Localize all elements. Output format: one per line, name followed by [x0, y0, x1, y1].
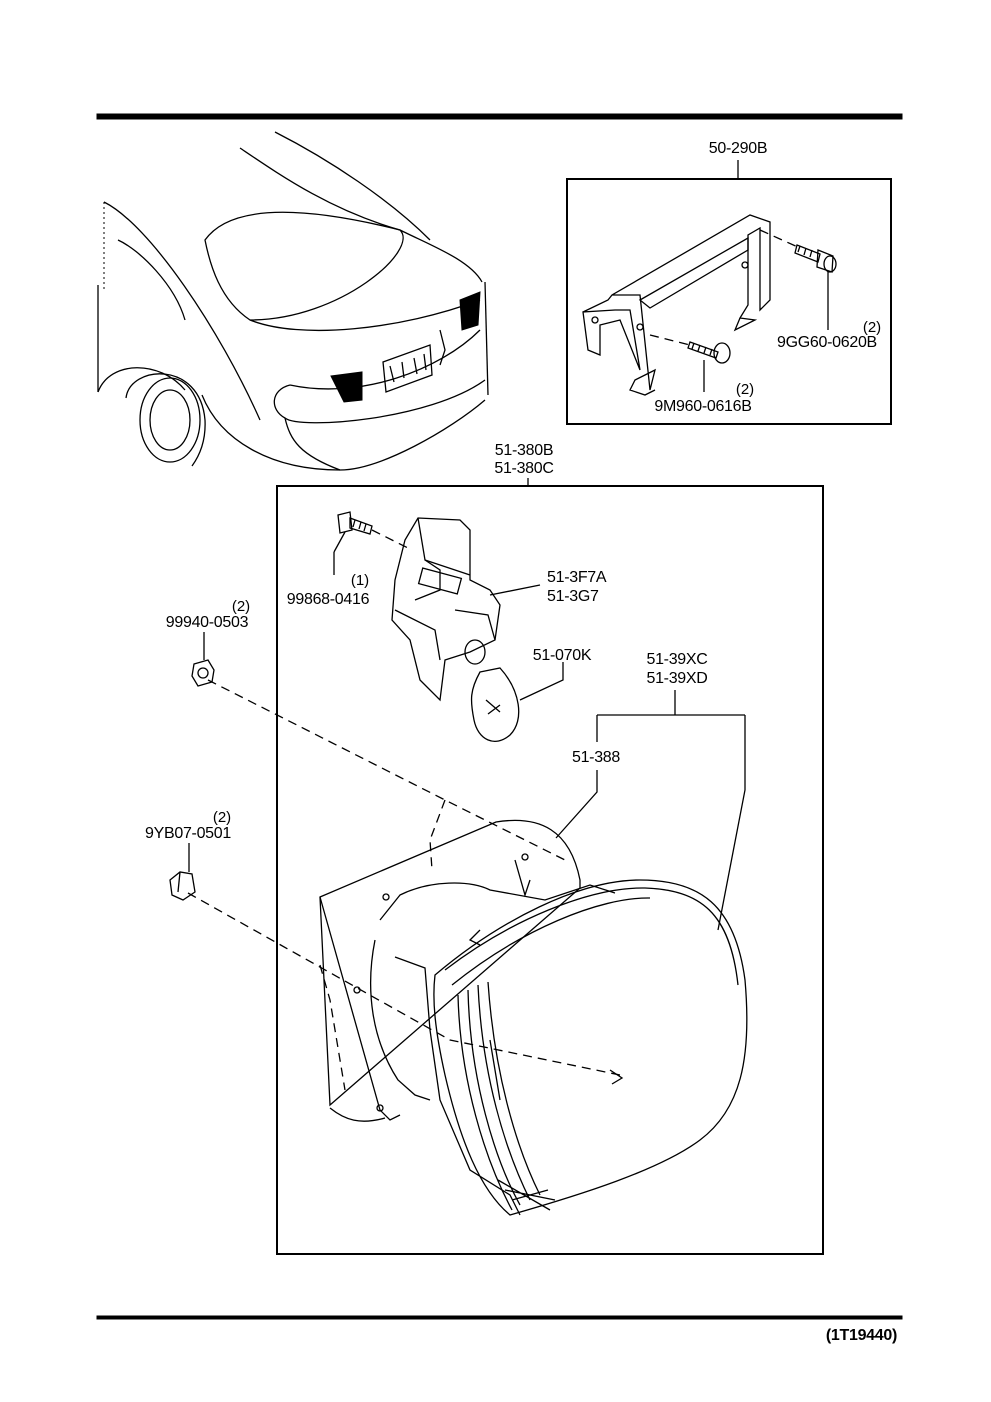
lens-label-1: 51-39XC — [646, 651, 707, 668]
bracket-assembly-group: 50-290B (2) 9GG60-0620B (2) 9M960-0616B — [566, 140, 892, 425]
lamp-assembly-label-1: 51-380B — [495, 442, 553, 459]
header-rule — [96, 113, 903, 120]
screw-icon — [687, 341, 731, 364]
socket-screw-qty: (1) — [351, 572, 369, 589]
wheel-icon — [139, 377, 201, 463]
clip-icon — [169, 871, 196, 901]
clip-group: (2) 9YB07-0501 — [145, 809, 232, 901]
bracket-illustration — [582, 214, 771, 396]
lamp-assembly-box — [276, 485, 824, 1255]
figure-id: (1T19440) — [826, 1327, 897, 1344]
lamp-assembly-label-2: 51-380C — [494, 460, 553, 477]
socket-label-2: 51-3G7 — [547, 588, 599, 605]
bracket-assembly-box — [566, 178, 892, 425]
vehicle-rear-illustration — [97, 131, 489, 471]
nut-icon — [191, 659, 215, 687]
gasket-label: 51-388 — [572, 749, 620, 766]
bulb-label: 51-070K — [533, 647, 592, 664]
lens-label-2: 51-39XD — [646, 670, 707, 687]
nut-qty: (2) — [232, 598, 250, 615]
bracket-bolt-qty: (2) — [863, 319, 881, 336]
socket-label-1: 51-3F7A — [547, 569, 607, 586]
tail-lamp-illustration — [319, 819, 748, 1216]
bolt-icon — [794, 244, 837, 273]
bracket-assembly-label: 50-290B — [709, 140, 767, 157]
footer-rule — [96, 1315, 903, 1320]
bulb-icon — [464, 639, 520, 742]
socket-icon — [391, 517, 501, 702]
bracket-screw-label: 9M960-0616B — [654, 398, 751, 415]
socket-screw-label: 99868-0416 — [287, 591, 370, 608]
bracket-screw-qty: (2) — [736, 381, 754, 398]
clip-qty: (2) — [213, 809, 231, 826]
nut-label: 99940-0503 — [166, 614, 249, 631]
socket-screw-icon — [337, 511, 373, 535]
clip-label: 9YB07-0501 — [145, 825, 231, 842]
nut-group: (2) 99940-0503 — [166, 598, 250, 687]
lamp-assembly-group: 51-380B 51-380C (1) 99868-0416 51-3F7A 5… — [187, 442, 824, 1255]
bracket-bolt-label: 9GG60-0620B — [777, 334, 877, 351]
